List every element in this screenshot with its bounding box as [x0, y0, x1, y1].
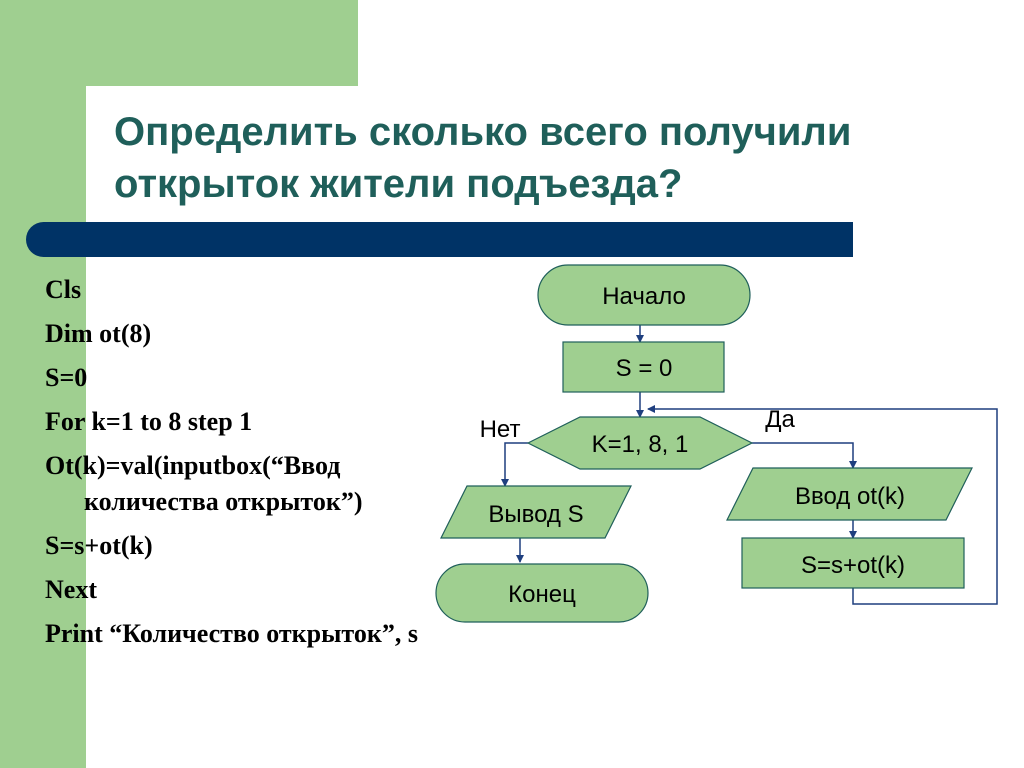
flow-loop-decision	[526, 416, 754, 470]
code-line: Print “Количество открыток”, s	[45, 619, 418, 648]
flow-connectors	[501, 325, 998, 605]
slide-title-line-2: открыток жители подъезда?	[114, 162, 683, 206]
flow-branch-no-label: Нет	[480, 416, 521, 443]
code-line-part: Ot(k)=val(inputbox(“Ввод	[45, 451, 341, 480]
flow-init-label: S = 0	[616, 355, 673, 382]
flow-end-terminal	[435, 563, 649, 623]
code-line: S=0	[45, 363, 88, 392]
flow-input-io	[726, 467, 973, 521]
flow-start-terminal	[537, 264, 751, 326]
flow-init-process	[562, 341, 725, 393]
code-line: For k=1 to 8 step 1	[45, 407, 253, 436]
flow-loop-label: K=1, 8, 1	[592, 431, 689, 458]
flow-output-io	[440, 485, 632, 539]
code-line: S=s+ot(k)	[45, 531, 153, 560]
program-code: Cls Dim ot(8) S=0 For k=1 to 8 step 1 Ot…	[45, 268, 465, 656]
flow-start-label: Начало	[602, 283, 686, 310]
code-line-wrapped: Ot(k)=val(inputbox(“Ввод количества откр…	[45, 444, 465, 524]
flow-sum-process	[741, 537, 965, 589]
code-line: Dim ot(8)	[45, 319, 152, 348]
code-line: Cls	[45, 275, 82, 304]
title-divider-bar	[26, 222, 853, 257]
connector-loop-back	[647, 405, 998, 605]
flow-branch-yes-label: Да	[765, 406, 795, 433]
connector-loop-yes-branch	[752, 442, 857, 469]
slide-content-panel	[86, 86, 1024, 768]
slide-title: Определить сколько всего получили открыт…	[114, 106, 994, 210]
flow-output-label: Вывод S	[488, 501, 583, 528]
flow-sum-label: S=s+ot(k)	[801, 552, 905, 579]
decor-left-band	[0, 0, 86, 768]
flow-input-label: Ввод ot(k)	[795, 483, 905, 510]
slide-title-line-1: Определить сколько всего получили	[114, 110, 852, 154]
flow-end-label: Конец	[508, 581, 576, 608]
code-line: Next	[45, 575, 97, 604]
code-line-continuation: количества открыток”)	[84, 487, 363, 516]
connector-loop-no-branch	[501, 442, 528, 487]
